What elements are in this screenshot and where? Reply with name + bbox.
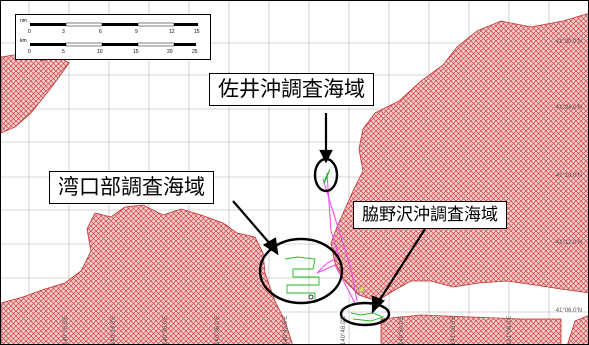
survey-tracks (284, 168, 385, 322)
scale-bar: nm 0 3 6 9 12 15 km 0 5 10 15 20 25 (15, 14, 211, 60)
scale-tick-km: 5 (62, 49, 65, 55)
land-south-strip (380, 314, 562, 344)
track-wakinosawa (350, 312, 385, 322)
ellipse-sai (313, 157, 339, 193)
scale-tick-nm: 0 (28, 29, 31, 35)
scale-tick-nm: 9 (135, 29, 138, 35)
track-sai (323, 168, 331, 185)
lon-label: 140°36.0'E (215, 315, 221, 345)
ellipse-wakinosawa (339, 301, 391, 327)
scale-tick-km: 15 (133, 49, 139, 55)
lon-label: 140°18.0'E (63, 315, 69, 345)
callout-wakinosawa: 脇野沢沖調査海域 (353, 201, 507, 230)
scale-unit-nm: nm (20, 18, 27, 24)
scale-tick-km: 20 (167, 49, 173, 55)
scale-tick-km: 0 (28, 49, 31, 55)
lon-label: 141°00.0'E (451, 315, 457, 345)
scale-bar-graphic (30, 22, 198, 47)
scale-tick-nm: 12 (169, 29, 175, 35)
land-east (330, 13, 588, 302)
lon-label: 140°54.0'E (399, 315, 405, 345)
lat-label: 41°30.0'N (555, 39, 582, 45)
callout-arrows (232, 113, 426, 314)
scale-tick-km: 25 (192, 49, 198, 55)
scale-unit-km: km (20, 38, 27, 44)
lat-label: 41°18.0'N (555, 173, 582, 179)
lat-label: 41°12.0'N (555, 240, 582, 246)
scale-tick-km: 10 (97, 49, 103, 55)
lat-label: 41°24.0'N (555, 105, 582, 111)
marker-wakinosawa (358, 286, 365, 293)
lon-label: 140°30.0'E (163, 315, 169, 345)
marker-wanko (308, 294, 314, 300)
land-areas (1, 13, 588, 344)
lon-label: 140°48.0'E (341, 315, 347, 345)
lon-label: 140°24.0'E (111, 315, 117, 345)
callout-sai: 佐井沖調査海域 (209, 73, 374, 107)
scale-tick-nm: 6 (99, 29, 102, 35)
land-southwest (1, 204, 293, 344)
callout-wanko: 湾口部調査海域 (49, 171, 214, 205)
lon-label: 140°42.0'E (283, 315, 289, 345)
lat-label: 41°06.0'N (555, 308, 582, 314)
track-wanko (284, 256, 320, 303)
scale-tick-nm: 3 (62, 29, 65, 35)
scale-tick-nm: 15 (194, 29, 200, 35)
lon-label: 141°06.0'E (507, 315, 513, 345)
land-islet-east (567, 315, 588, 344)
land-northwest (1, 52, 70, 134)
ellipse-wanko (258, 237, 344, 305)
